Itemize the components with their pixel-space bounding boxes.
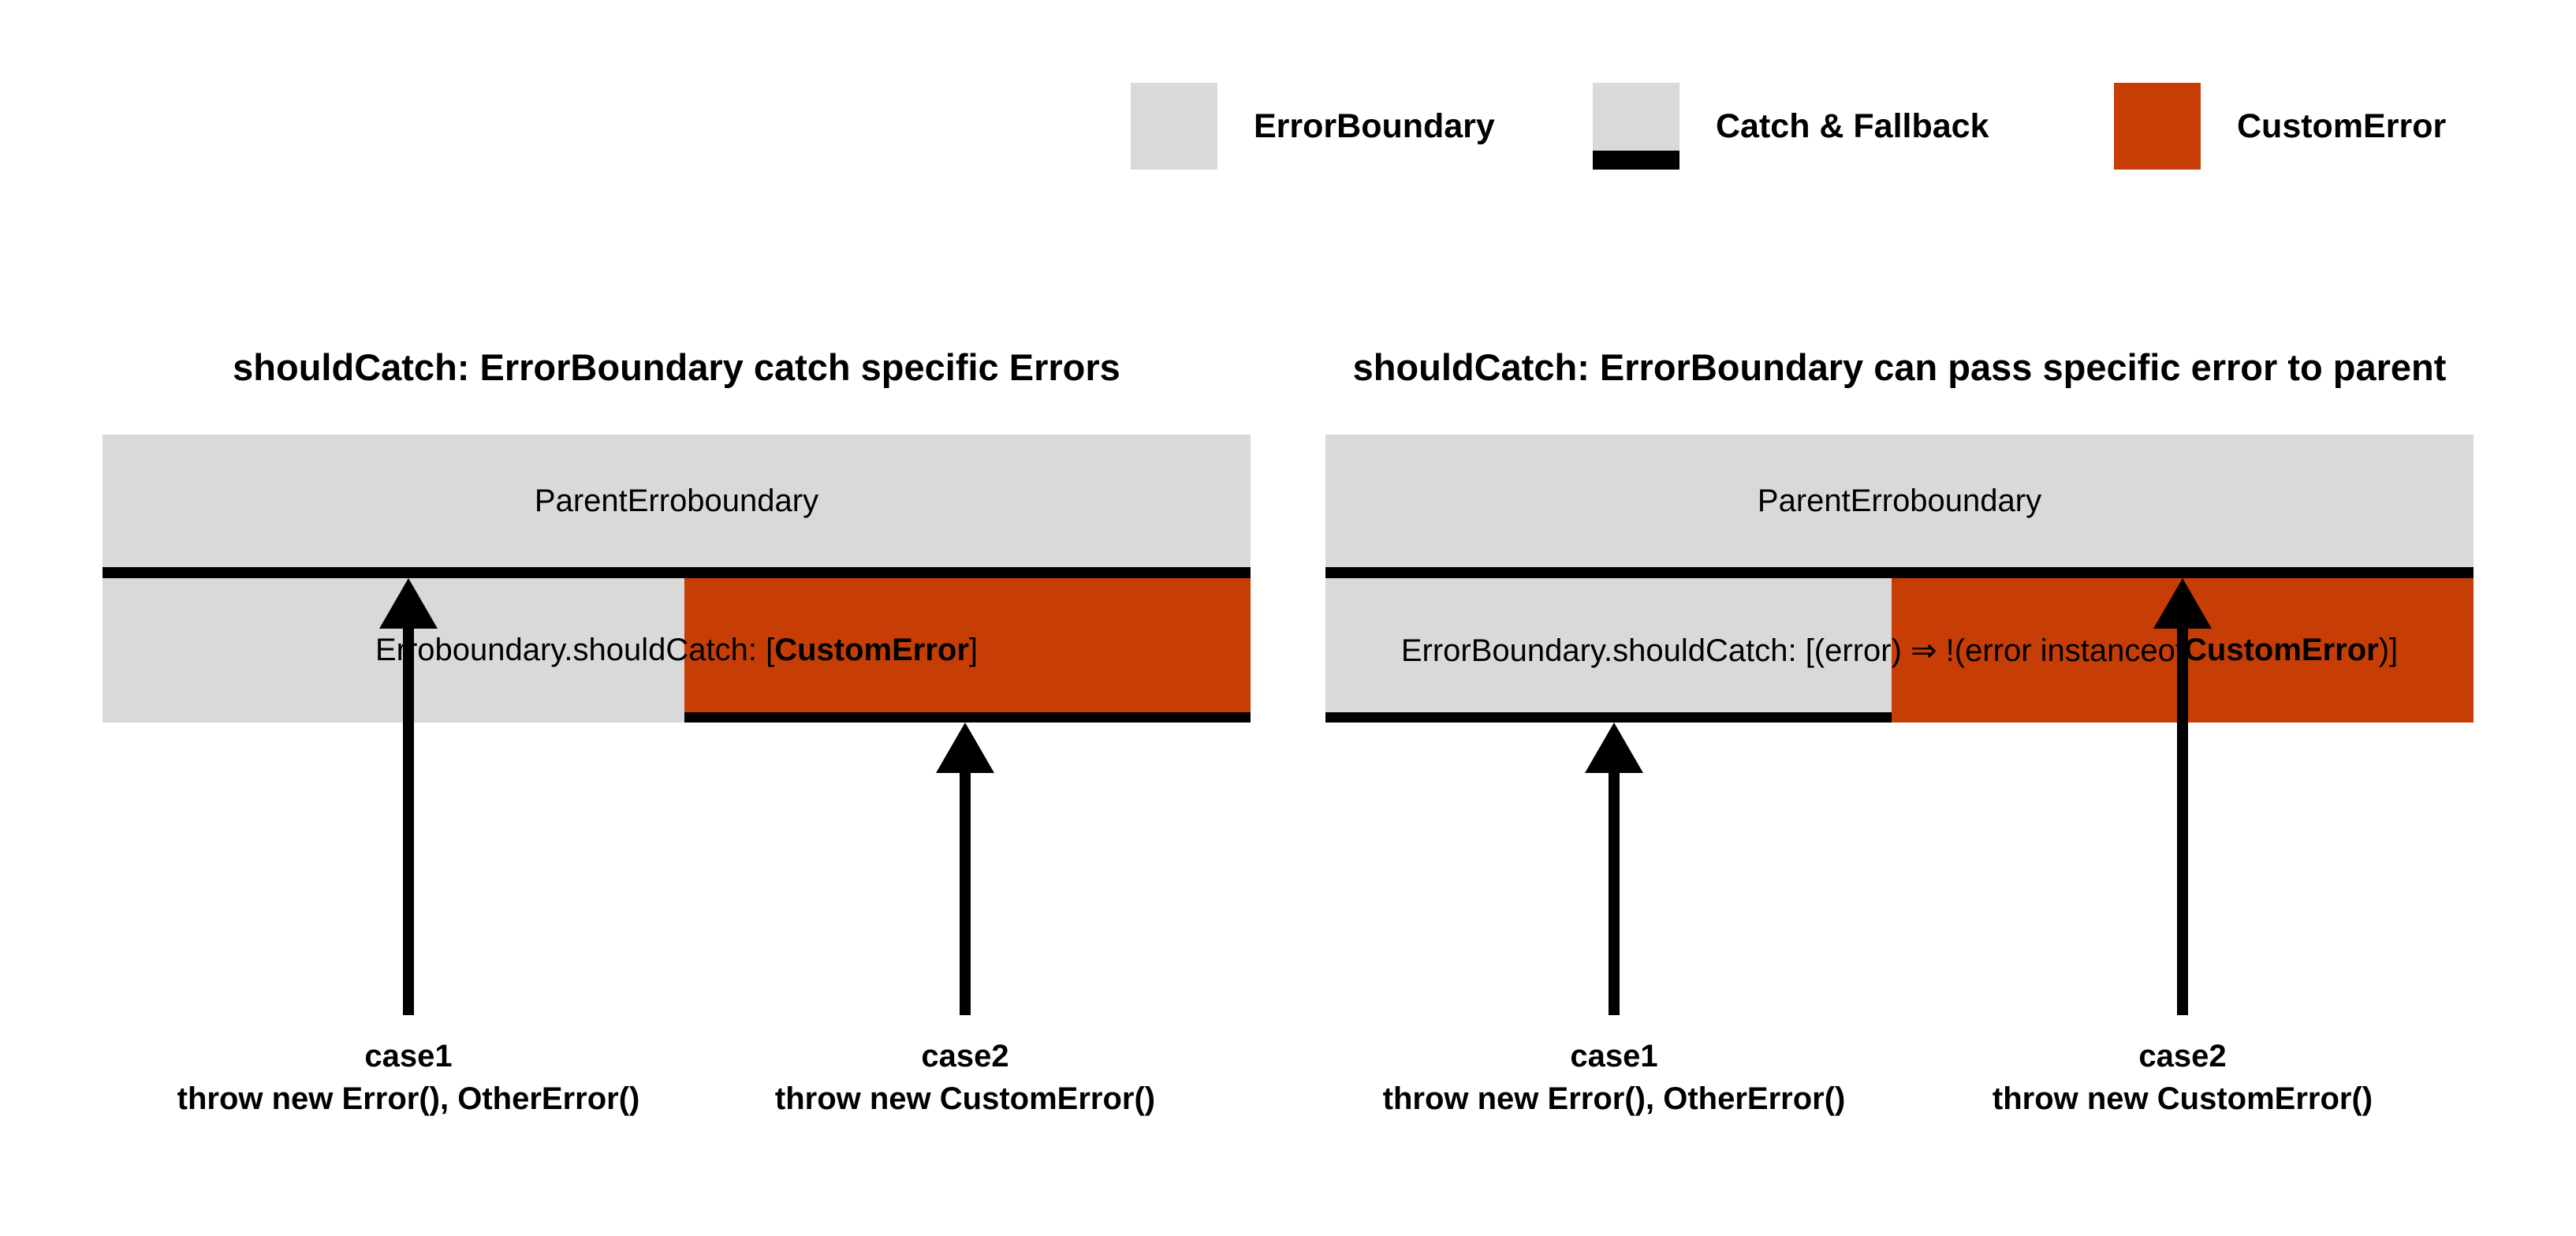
case2-arrow-head [2153,578,2212,629]
legend-item-errorboundary: ErrorBoundary [1131,83,1495,170]
case1-code: throw new Error(), OtherError() [1382,1081,1846,1116]
legend-item-catch-fallback: Catch & Fallback [1593,83,1989,170]
case1-arrow-head [1585,723,1643,773]
case2-code: throw new CustomError() [1992,1081,2373,1116]
parent-errorboundary-bar: ParentErroboundary [103,435,1251,578]
child-errorboundary-bar: ErrorBoundary.shouldCatch: [(error) ⇒ !(… [1325,578,2473,723]
parent-errorboundary-bar: ParentErroboundary [1325,435,2473,578]
child-label-bold: CustomError [2184,633,2379,667]
errorboundary-swatch [1131,83,1217,170]
case1-arrow-shaft [403,627,414,1015]
customerror-swatch [2114,83,2201,170]
case2-arrow-head [936,723,994,773]
case1-name: case1 [364,1039,453,1074]
child-label-prefix: Erroboundary.shouldCatch: [ [375,633,775,667]
case2-name: case2 [2138,1039,2227,1074]
case1-name: case1 [1570,1039,1658,1074]
diagram-title: shouldCatch: ErrorBoundary can pass spec… [1352,346,2447,388]
child-label-bold: CustomError [774,633,969,667]
child-errorboundary-label: Erroboundary.shouldCatch: [CustomError] [103,578,1251,723]
case2-label: case2 throw new CustomError() [610,1035,1320,1120]
case2-arrow-shaft [2177,627,2188,1015]
legend-label-catch-fallback: Catch & Fallback [1716,106,1989,145]
parent-errorboundary-label: ParentErroboundary [534,483,819,518]
child-errorboundary-bar: Erroboundary.shouldCatch: [CustomError] [103,578,1251,723]
catch-fallback-swatch [1593,83,1679,170]
child-label-prefix: ErrorBoundary.shouldCatch: [(error) ⇒ !(… [1400,633,2184,668]
diagram-title: shouldCatch: ErrorBoundary catch specifi… [233,346,1120,388]
case2-code: throw new CustomError() [774,1081,1156,1116]
child-errorboundary-label: ErrorBoundary.shouldCatch: [(error) ⇒ !(… [1325,578,2473,723]
case1-arrow-head [379,578,438,629]
legend-item-customerror: CustomError [2114,83,2446,170]
diagram-catch-specific-errors: shouldCatch: ErrorBoundary catch specifi… [103,0,1251,1236]
error-caught-region [1325,578,1892,723]
legend-label-customerror: CustomError [2237,106,2447,145]
diagram-pass-error-to-parent: shouldCatch: ErrorBoundary can pass spec… [1325,0,2473,1236]
case1-label: case1 throw new Error(), OtherError() [1259,1035,1969,1120]
parent-errorboundary-label: ParentErroboundary [1757,483,2042,518]
case2-label: case2 throw new CustomError() [1828,1035,2537,1120]
case1-arrow-shaft [1609,771,1620,1015]
case1-code: throw new Error(), OtherError() [177,1081,640,1116]
legend-label-errorboundary: ErrorBoundary [1254,106,1495,145]
custom-error-caught-region [684,578,1251,723]
case2-name: case2 [921,1039,1009,1074]
child-label-suffix: ] [968,633,979,667]
case1-label: case1 throw new Error(), OtherError() [54,1035,763,1120]
case2-arrow-shaft [960,771,971,1015]
child-label-suffix: )] [2378,633,2399,667]
